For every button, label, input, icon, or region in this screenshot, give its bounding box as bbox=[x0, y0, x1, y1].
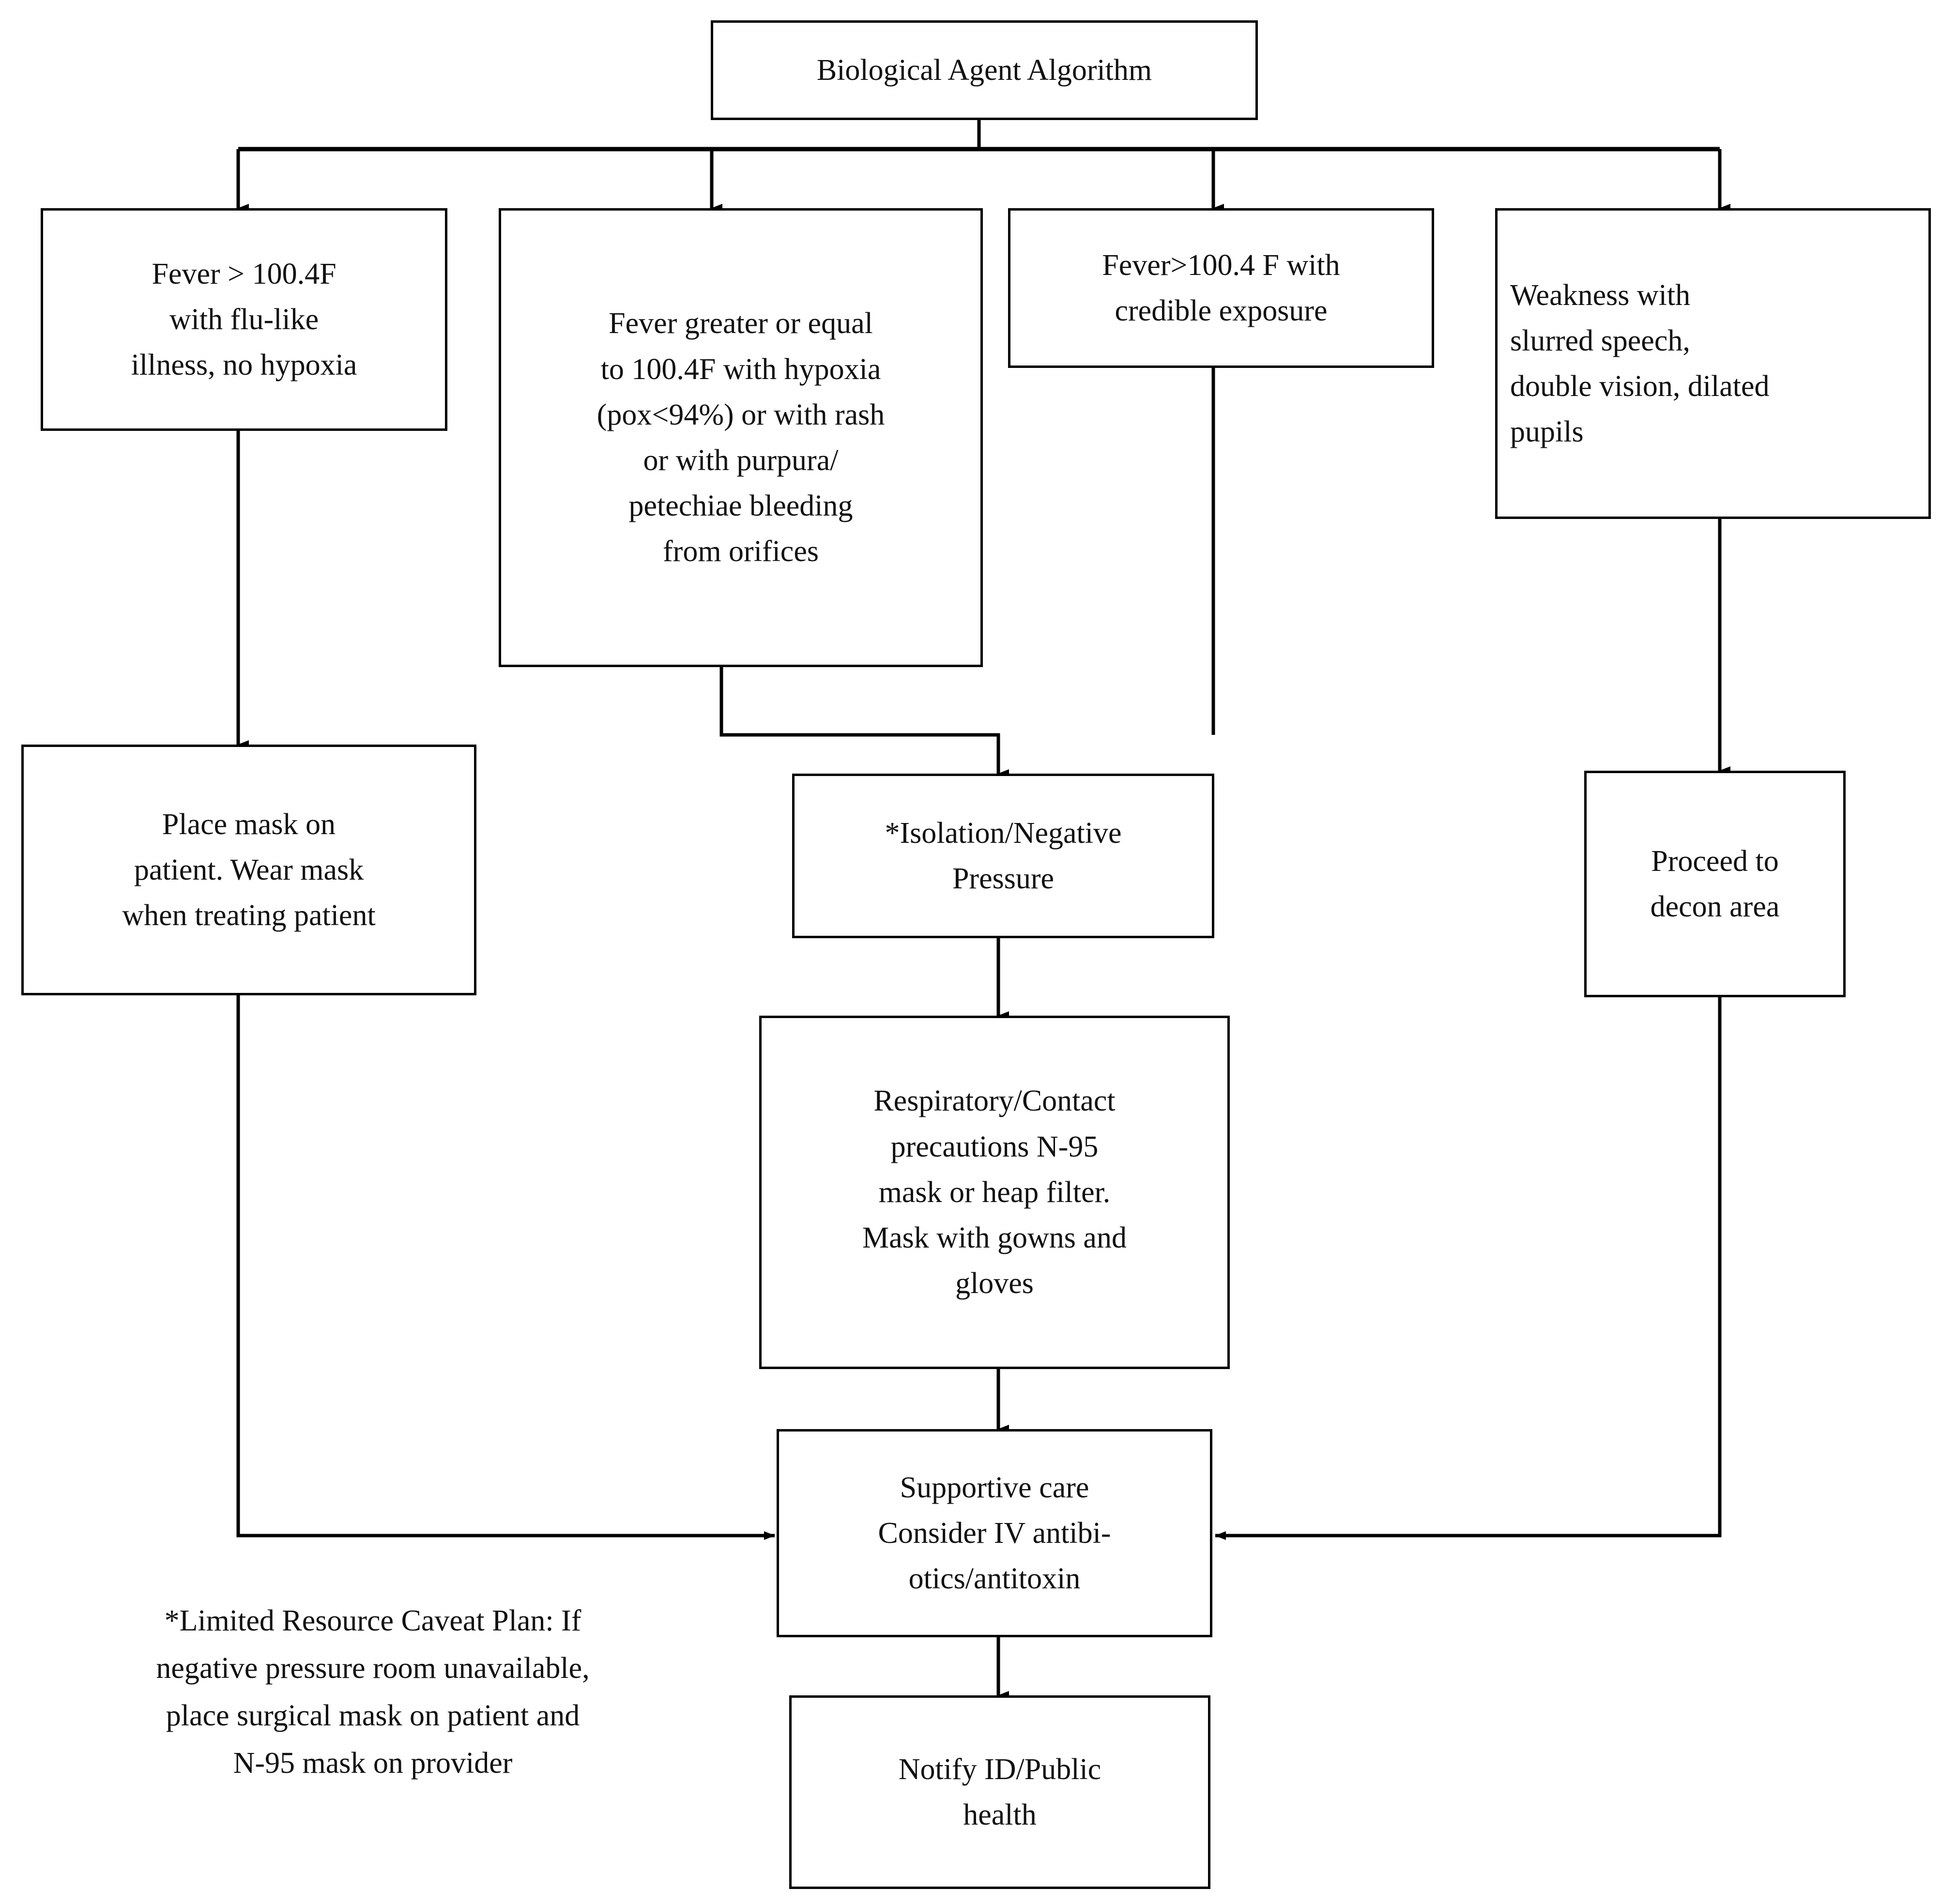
node-isolation[interactable]: *Isolation/Negative Pressure bbox=[792, 774, 1214, 938]
node-precautions-label: Respiratory/Contact precautions N-95 mas… bbox=[862, 1084, 1127, 1300]
node-root-label: Biological Agent Algorithm bbox=[816, 53, 1152, 87]
node-branch3[interactable]: Fever>100.4 F with credible exposure bbox=[1008, 208, 1434, 368]
node-decon-label: Proceed to decon area bbox=[1650, 844, 1780, 923]
node-isolation-label: *Isolation/Negative Pressure bbox=[885, 816, 1122, 895]
edge-mask-supportive bbox=[236, 995, 775, 1540]
node-root[interactable]: Biological Agent Algorithm bbox=[711, 20, 1258, 120]
node-branch4-label: Weakness with slurred speech, double vis… bbox=[1510, 278, 1770, 449]
node-place-mask[interactable]: Place mask on patient. Wear mask when tr… bbox=[21, 745, 476, 995]
edge-decon-supportive bbox=[1215, 997, 1722, 1540]
node-branch2-label: Fever greater or equal to 100.4F with hy… bbox=[596, 307, 885, 568]
node-supportive-care-label: Supportive care Consider IV antibi- otic… bbox=[878, 1471, 1111, 1596]
node-notify[interactable]: Notify ID/Public health bbox=[789, 1695, 1210, 1889]
node-branch2[interactable]: Fever greater or equal to 100.4F with hy… bbox=[499, 208, 983, 667]
node-branch4[interactable]: Weakness with slurred speech, double vis… bbox=[1495, 208, 1931, 519]
node-decon[interactable]: Proceed to decon area bbox=[1584, 771, 1846, 997]
node-branch1[interactable]: Fever > 100.4F with flu-like illness, no… bbox=[41, 208, 447, 431]
node-notify-label: Notify ID/Public health bbox=[898, 1752, 1101, 1831]
edge-branch2-isolation bbox=[719, 667, 1009, 778]
node-branch3-label: Fever>100.4 F with credible exposure bbox=[1102, 248, 1340, 327]
node-supportive-care[interactable]: Supportive care Consider IV antibi- otic… bbox=[777, 1429, 1212, 1637]
footnote-limited-resource-caveat: *Limited Resource Caveat Plan: If negati… bbox=[156, 1604, 590, 1780]
node-branch1-label: Fever > 100.4F with flu-like illness, no… bbox=[131, 257, 357, 382]
node-precautions[interactable]: Respiratory/Contact precautions N-95 mas… bbox=[759, 1016, 1230, 1369]
node-place-mask-label: Place mask on patient. Wear mask when tr… bbox=[122, 807, 376, 932]
